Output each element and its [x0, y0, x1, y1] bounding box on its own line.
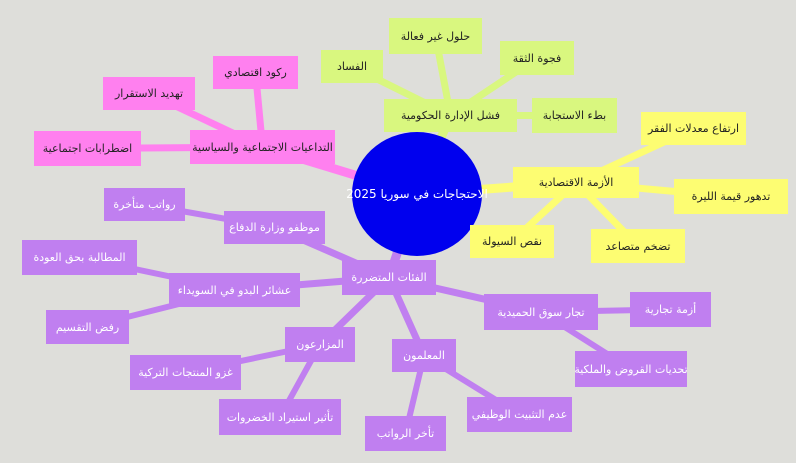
subtopic-stability-threat[interactable]: تهديد الاستقرار	[103, 77, 195, 110]
group-farmers[interactable]: المزارعون	[285, 327, 355, 362]
group-suwayda-bedouin-tribes[interactable]: عشائر البدو في السويداء	[169, 273, 300, 307]
topic-government-failure[interactable]: فشل الإدارة الحكومية	[384, 99, 517, 132]
group-hamidiyah-merchants[interactable]: تجار سوق الحميدية	[484, 294, 598, 330]
detail-right-of-return[interactable]: المطالبة بحق العودة	[22, 240, 137, 275]
subtopic-poverty[interactable]: ارتفاع معدلات الفقر	[641, 112, 746, 145]
subtopic-inflation[interactable]: تضخم متصاعد	[591, 229, 685, 263]
subtopic-social-unrest[interactable]: اضطرابات اجتماعية	[34, 131, 141, 166]
subtopic-economic-stagnation[interactable]: ركود اقتصادي	[213, 56, 298, 89]
topic-social-political-impact[interactable]: التداعيات الاجتماعية والسياسية	[190, 130, 335, 164]
detail-late-salaries[interactable]: رواتب متأخرة	[104, 188, 185, 221]
subtopic-liquidity-shortage[interactable]: نقص السيولة	[470, 225, 554, 258]
subtopic-lira-decline[interactable]: تدهور قيمة الليرة	[674, 179, 788, 214]
subtopic-slow-response[interactable]: بطء الاستجابة	[532, 98, 617, 133]
subtopic-ineffective-solutions[interactable]: حلول غير فعالة	[389, 18, 482, 54]
group-defense-employees[interactable]: موظفو وزارة الدفاع	[224, 211, 325, 244]
detail-vegetable-imports[interactable]: تأثير استيراد الخضروات	[219, 399, 341, 435]
subtopic-corruption[interactable]: الفساد	[321, 50, 383, 83]
topic-affected-groups[interactable]: الفئات المتضررة	[342, 260, 436, 295]
detail-no-job-security[interactable]: عدم التثبيت الوظيفي	[467, 397, 572, 432]
topic-economic-crisis[interactable]: الأزمة الاقتصادية	[513, 167, 639, 198]
central-topic[interactable]: الاحتجاجات في سوريا 2025	[346, 132, 488, 256]
detail-loans-ownership[interactable]: تحديات القروض والملكية	[574, 351, 688, 387]
group-teachers[interactable]: المعلمون	[392, 339, 456, 372]
detail-reject-partition[interactable]: رفض التقسيم	[46, 310, 129, 344]
subtopic-trust-gap[interactable]: فجوة الثقة	[500, 41, 574, 75]
detail-turkish-products[interactable]: غزو المنتجات التركية	[130, 355, 241, 390]
detail-delayed-salaries[interactable]: تأخر الرواتب	[365, 416, 446, 451]
detail-trade-crisis[interactable]: أزمة تجارية	[630, 292, 711, 327]
